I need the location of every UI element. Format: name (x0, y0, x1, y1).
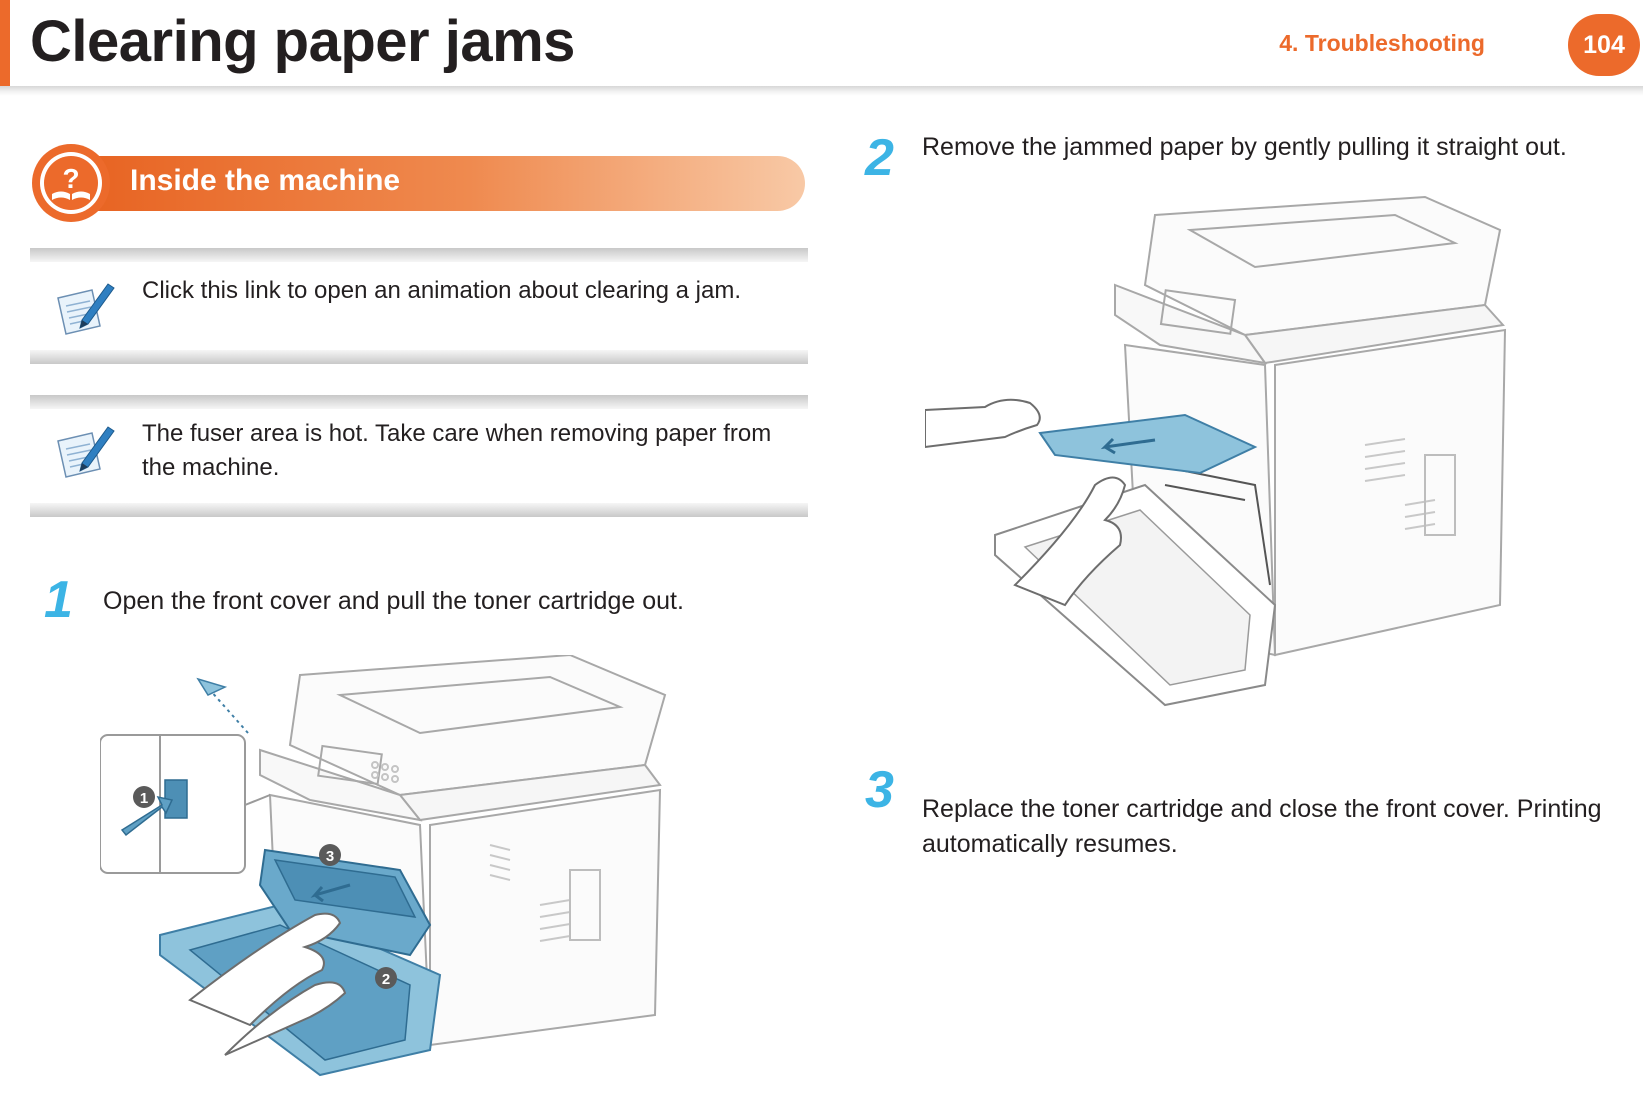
step-number: 2 (865, 129, 894, 187)
page-number-badge: 104 (1568, 14, 1640, 76)
note-rule-bottom (30, 350, 808, 364)
note-rule-top (30, 248, 808, 262)
step-number: 3 (865, 761, 894, 819)
callout-2: 2 (375, 967, 397, 989)
note-text[interactable]: Click this link to open an animation abo… (142, 277, 741, 304)
svg-text:2: 2 (382, 971, 390, 988)
callout-1: 1 (133, 786, 155, 808)
svg-text:3: 3 (326, 848, 334, 865)
step-text: Remove the jammed paper by gently pullin… (922, 133, 1567, 161)
chapter-label[interactable]: 4. Troubleshooting (1279, 30, 1485, 56)
question-book-icon: ? (32, 144, 110, 222)
section-heading-bar (60, 156, 805, 211)
note-pen-icon (57, 426, 115, 478)
note-rule-bottom (30, 503, 808, 517)
section-title: Inside the machine (130, 164, 401, 197)
step-text: Replace the toner cartridge and close th… (922, 795, 1602, 858)
callout-3: 3 (319, 844, 341, 866)
header-accent-bar (0, 0, 10, 92)
page-title: Clearing paper jams (30, 9, 575, 74)
note-text: The fuser area is hot. Take care when re… (142, 420, 772, 481)
svg-text:1: 1 (140, 790, 148, 807)
note-pen-icon (57, 283, 115, 335)
step1-illustration: 1 2 3 (100, 655, 667, 1077)
note-rule-top (30, 395, 808, 409)
header-divider (0, 86, 1643, 96)
step-number: 1 (44, 571, 73, 629)
step-text: Open the front cover and pull the toner … (103, 587, 684, 615)
step2-illustration (925, 195, 1507, 707)
note-box-animation[interactable]: Click this link to open an animation abo… (30, 248, 808, 364)
svg-text:?: ? (62, 163, 79, 194)
note-box-hot-fuser: The fuser area is hot. Take care when re… (30, 395, 808, 517)
